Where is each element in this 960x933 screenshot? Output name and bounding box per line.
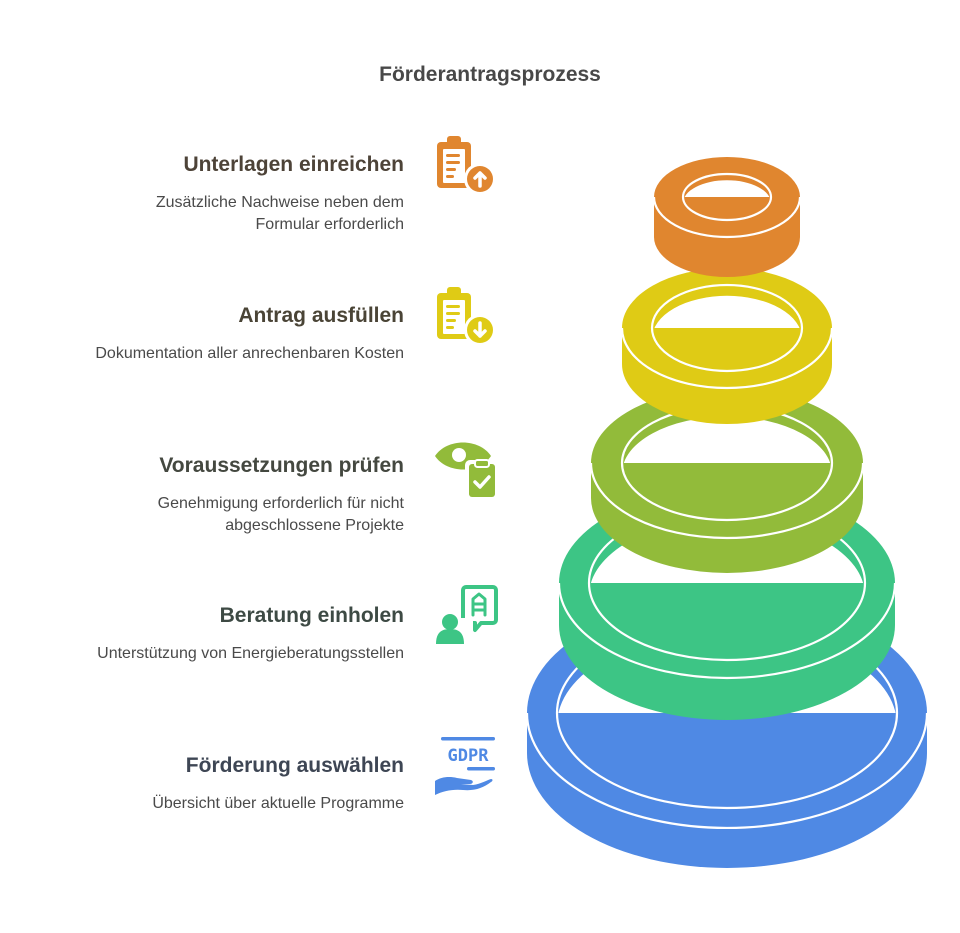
step-description: Dokumentation aller anrechenbaren Kosten [4, 343, 404, 365]
ring-inner-wall [622, 406, 832, 474]
diagram-title: Förderantragsprozess [379, 63, 601, 86]
description-line: Übersicht über aktuelle Programme [152, 795, 404, 812]
ring-top-face [654, 157, 800, 237]
step-heading: Beratung einholen [219, 604, 404, 627]
step-description: Genehmigung erforderlich für nicht abges… [4, 493, 404, 537]
ring-inner-wall [652, 285, 802, 339]
step-voraussetzungen-pruefen: Voraussetzungen prüfen Genehmigung erfor… [4, 453, 404, 537]
ring-side [591, 463, 863, 573]
ring-side [559, 583, 895, 720]
clipboard-download-icon [437, 287, 496, 346]
description-line: Genehmigung erforderlich für nicht [157, 495, 404, 512]
ring-antrag [620, 268, 834, 424]
step-unterlagen-einreichen: Unterlagen einreichen Zusätzliche Nachwe… [4, 152, 404, 236]
clipboard-upload-icon [437, 136, 496, 195]
ring-unterlagen [652, 157, 802, 277]
ring-top-edge [652, 196, 802, 239]
step-heading: Unterlagen einreichen [183, 153, 404, 176]
ring-inner-wall [683, 174, 771, 204]
step-beratung-einholen: Beratung einholen Unterstützung von Ener… [4, 603, 404, 665]
gdpr-hand-icon: GDPR [435, 737, 495, 795]
step-heading: Voraussetzungen prüfen [159, 454, 404, 477]
description-line: Formular erforderlich [255, 216, 404, 233]
description-line: Dokumentation aller anrechenbaren Kosten [95, 345, 404, 362]
ring-top-edge [620, 327, 834, 390]
step-heading: Antrag ausfüllen [238, 304, 404, 327]
eye-clipboard-check-icon [435, 442, 499, 500]
ring-top-edge [557, 582, 897, 680]
gdpr-label: GDPR [448, 746, 490, 766]
ring-top-edge [525, 712, 929, 830]
ring-top-edge [589, 462, 865, 540]
ring-voraussetzungen [589, 388, 865, 573]
description-line: Zusätzliche Nachweise neben dem [155, 194, 404, 211]
ring-inner-edge [650, 283, 804, 373]
step-description: Unterstützung von Energieberatungsstelle… [4, 643, 404, 665]
step-heading: Förderung auswählen [185, 754, 404, 777]
person-chat-building-icon [436, 585, 498, 644]
description-line: Unterstützung von Energieberatungsstelle… [97, 645, 404, 662]
description-line: abgeschlossene Projekte [225, 517, 404, 534]
step-description: Übersicht über aktuelle Programme [4, 793, 404, 815]
step-description: Zusätzliche Nachweise neben dem Formular… [4, 192, 404, 236]
step-foerderung-auswaehlen: Förderung auswählen Übersicht über aktue… [4, 753, 404, 815]
step-antrag-ausfuellen: Antrag ausfüllen Dokumentation aller anr… [4, 303, 404, 365]
ring-inner-edge [681, 172, 773, 222]
ring-side [527, 713, 927, 868]
